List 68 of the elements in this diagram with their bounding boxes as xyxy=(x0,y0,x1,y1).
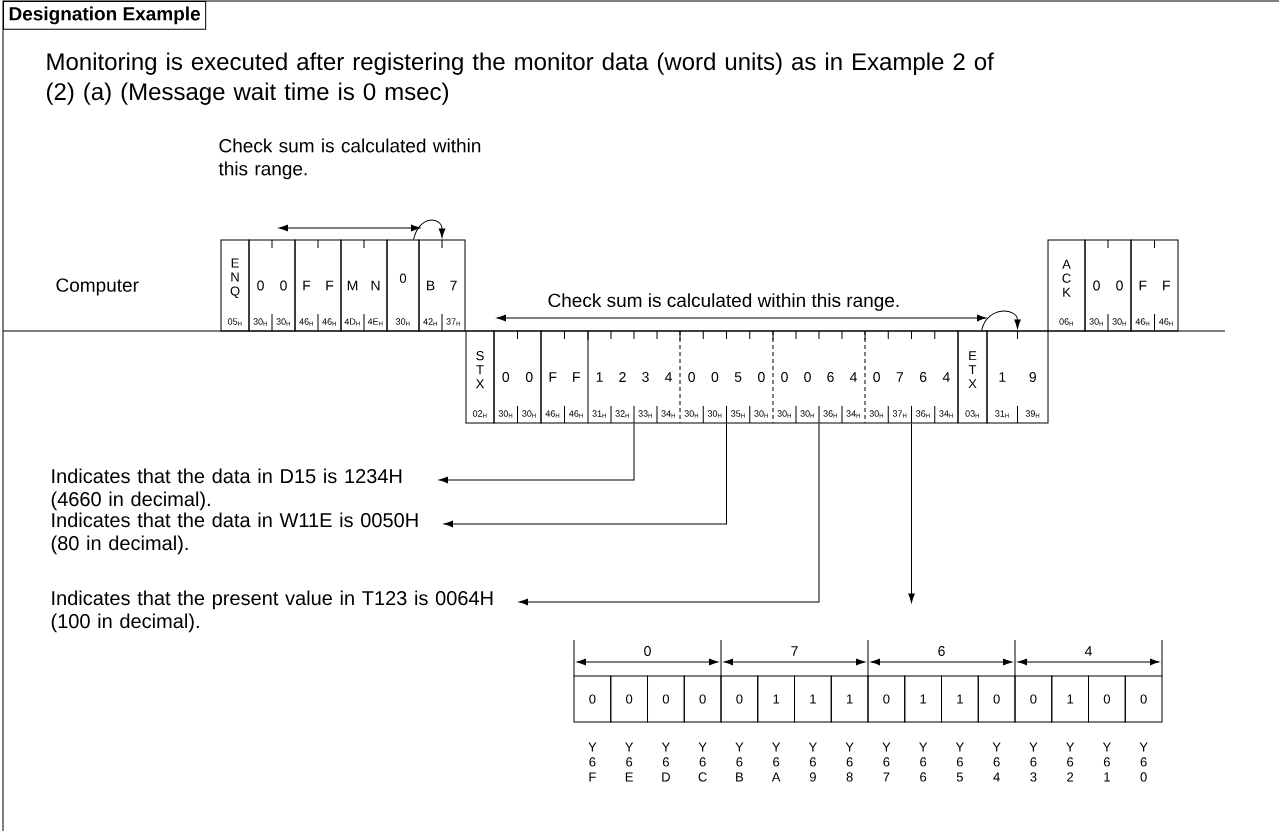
bit-cell: 0 xyxy=(720,675,759,723)
range-note: Check sum is calculated within this range. xyxy=(218,138,481,180)
frame-field: 1 31$_{H}$ 2 32$_{H}$ 3 33$_{H}$ 4 34$_{H}$ xyxy=(587,330,681,424)
bit-label: Y 6 B xyxy=(735,742,744,782)
station-label: Computer xyxy=(56,278,139,296)
nibble-value: 4 xyxy=(1084,646,1092,656)
frame-field: 0 30$_{H}$ 7 37$_{H}$ 6 36$_{H}$ 4 34$_{H}$ xyxy=(864,330,959,424)
bit-label: Y 6 A xyxy=(771,742,781,782)
frame-field: S T X 02$_{H}$ xyxy=(465,330,495,424)
nibble-value: 7 xyxy=(791,646,798,656)
frame-field: M 4D$_{H}$ N 4E$_{H}$ xyxy=(340,239,388,332)
heading-tab: Designation Example xyxy=(3,1,207,30)
bit-label: Y 6 D xyxy=(661,742,670,782)
bit-cell: 1 xyxy=(794,675,832,723)
bit-cell: 0 xyxy=(647,675,685,723)
leader-line xyxy=(908,423,915,603)
bit-label: Y 6 9 xyxy=(808,742,817,782)
frame-field: 0 30$_{H}$ 0 30$_{H}$ xyxy=(248,239,296,332)
bit-cell: 0 xyxy=(610,675,648,723)
frame-field: A C K 06$_{H}$ xyxy=(1047,239,1086,332)
bit-cell: 0 xyxy=(1124,675,1163,723)
bit-label: Y 6 2 xyxy=(1066,742,1075,782)
leader-line xyxy=(438,423,635,484)
bit-label: Y 6 C xyxy=(698,742,707,782)
nibble-value: 0 xyxy=(644,646,651,656)
curved-arrow xyxy=(413,219,446,240)
annotation-text: Indicates that the data in W11E is 0050H (80 in decimal). xyxy=(51,512,418,555)
frame-field: E T X 03$_{H}$ xyxy=(957,330,988,424)
bit-label: Y 6 E xyxy=(625,742,634,782)
bit-label: Y 6 8 xyxy=(845,742,854,782)
bit-cell: 0 xyxy=(573,675,612,723)
nibble-value: 6 xyxy=(938,646,945,656)
bit-label: Y 6 7 xyxy=(882,742,891,782)
frame-field: 0 30$_{H}$ 0 30$_{H}$ xyxy=(493,330,542,424)
bit-cell: 1 xyxy=(904,675,942,723)
curved-arrow xyxy=(981,310,1021,331)
frame-field: 0 30$_{H}$ 0 30$_{H}$ xyxy=(1084,239,1132,332)
frame-field: E N Q 05$_{H}$ xyxy=(220,239,250,332)
frame-field: B 42$_{H}$ 7 37$_{H}$ xyxy=(418,239,466,332)
bit-cell: 0 xyxy=(1088,675,1126,723)
bit-label: Y 6 6 xyxy=(919,742,928,782)
bit-cell: 0 xyxy=(867,675,906,723)
bit-cell: 1 xyxy=(1051,675,1089,723)
bit-cell: 1 xyxy=(941,675,979,723)
bit-label: Y 6 3 xyxy=(1029,742,1038,782)
bit-cell: 0 xyxy=(1014,675,1053,723)
leader-line xyxy=(518,423,820,606)
bit-label: Y 6 1 xyxy=(1102,742,1111,782)
frame-field: F 46$_{H}$ F 46$_{H}$ xyxy=(1130,239,1179,332)
frame-field: 1 31$_{H}$ 9 39$_{H}$ xyxy=(986,330,1049,424)
bit-label: Y 6 F xyxy=(588,742,597,782)
frame-field: 0 30$_{H}$ 0 30$_{H}$ 5 35$_{H}$ 0 30$_{H}$ xyxy=(679,330,774,424)
frame-field: F 46$_{H}$ F 46$_{H}$ xyxy=(294,239,342,332)
leader-line xyxy=(443,423,727,528)
frame-field: 0 30$_{H}$ xyxy=(386,239,420,332)
bit-label: Y 6 0 xyxy=(1139,742,1148,782)
bit-label: Y 6 4 xyxy=(992,742,1001,782)
bit-cell: 1 xyxy=(830,675,869,723)
frame-field: 0 30$_{H}$ 0 30$_{H}$ 6 36$_{H}$ 4 34$_{H}$ xyxy=(772,330,866,424)
annotation-text: Indicates that the data in D15 is 1234H (4660 in decimal). xyxy=(51,468,402,511)
bit-cell: 1 xyxy=(757,675,795,723)
range-note: Check sum is calculated within this range. xyxy=(548,293,899,311)
intro-text: Monitoring is executed after registering the monitor data (word units) as in Example 2 of (2) (a) (Message wait time is 0 msec) xyxy=(47,52,994,105)
frame-field: F 46$_{H}$ F 46$_{H}$ xyxy=(540,330,589,424)
bit-label: Y 6 5 xyxy=(955,742,964,782)
bit-cell: 0 xyxy=(977,675,1016,723)
annotation-text: Indicates that the present value in T123 is 0064H (100 in decimal). xyxy=(51,590,493,633)
bit-cell: 0 xyxy=(683,675,722,723)
